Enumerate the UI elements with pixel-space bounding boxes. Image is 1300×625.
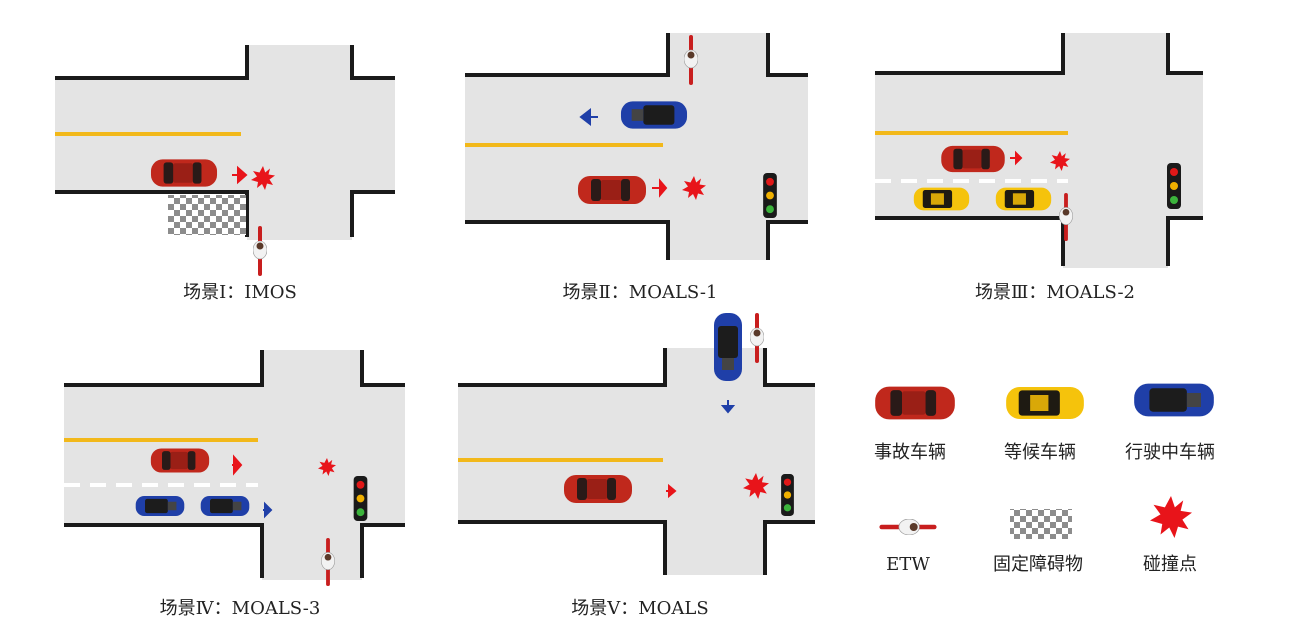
road-vertical [262, 350, 362, 580]
road-edge [64, 523, 264, 578]
moving-car [135, 496, 185, 516]
road-edge [875, 33, 1065, 75]
accident-car [150, 159, 218, 187]
scene-2: 场景Ⅱ：MOALS-1 [465, 33, 808, 303]
legend-label: ETW [886, 554, 930, 575]
traffic-light [353, 476, 368, 521]
accident-car [578, 176, 646, 204]
scene-1: 场景Ⅰ：IMOS [55, 45, 395, 303]
legend-label: 固定障碍物 [993, 554, 1083, 575]
road-edge [763, 348, 815, 387]
road-edge [1166, 33, 1203, 75]
scene-caption: 场景Ⅰ：IMOS [183, 282, 297, 303]
scene-caption: 场景Ⅴ：MOALS [571, 598, 708, 619]
road-edge [763, 520, 815, 575]
legend-label: 行驶中车辆 [1125, 442, 1215, 463]
road-edge [350, 190, 395, 237]
arrow-left-icon [579, 107, 598, 127]
arrow-right-icon [652, 178, 668, 198]
road-vertical [1063, 33, 1168, 268]
scene-5: 场景Ⅴ：MOALS [458, 312, 815, 619]
traffic-light [781, 474, 794, 516]
scene-caption: 场景Ⅲ：MOALS-2 [975, 282, 1135, 303]
arrow-right-icon [1010, 150, 1023, 166]
arrow-right-icon [263, 501, 273, 519]
road-edge [55, 45, 249, 80]
accident-car [150, 448, 210, 473]
arrow-right-icon [232, 165, 248, 185]
legend-obstacle-icon [1010, 509, 1072, 539]
road-edge [55, 190, 249, 237]
road-vertical [247, 45, 352, 240]
traffic-light [763, 173, 777, 218]
road-edge [360, 350, 405, 387]
scene-3: 场景Ⅲ：MOALS-2 [875, 33, 1203, 303]
road-edge [465, 220, 670, 260]
arrow-right-icon [232, 454, 243, 476]
moving-car [714, 313, 742, 381]
road-edge [350, 45, 395, 80]
accident-car [941, 145, 1005, 173]
road-edge [360, 523, 405, 578]
legend-accident-car-icon [875, 386, 955, 420]
legend-collision-icon [1150, 496, 1192, 538]
road-edge [458, 348, 667, 387]
road-vertical [665, 348, 765, 575]
road-edge [766, 33, 808, 77]
accident-car [564, 475, 632, 503]
legend-label: 事故车辆 [874, 442, 946, 463]
scene-caption: 场景Ⅱ：MOALS-1 [563, 282, 718, 303]
legend: 事故车辆 等候车辆 行驶中车辆 ETW 固定障碍物 碰撞点 [874, 383, 1215, 575]
moving-car [620, 101, 688, 129]
scene-4: 场景Ⅳ：MOALS-3 [64, 350, 405, 619]
legend-label: 等候车辆 [1004, 442, 1076, 463]
road-vertical [668, 33, 768, 260]
legend-waiting-car-icon [1006, 387, 1084, 419]
legend-label: 碰撞点 [1143, 554, 1197, 575]
road-edge [64, 350, 264, 387]
legend-moving-car-icon [1134, 383, 1214, 417]
road-edge [465, 33, 670, 77]
road-edge [875, 216, 1065, 266]
arrow-down-icon [720, 400, 736, 414]
traffic-light [1167, 163, 1181, 209]
waiting-car [995, 187, 1052, 211]
road-edge [1166, 216, 1203, 266]
waiting-car [913, 187, 970, 211]
legend-etw-icon [878, 519, 938, 535]
fixed-obstacle [168, 195, 246, 235]
arrow-right-icon [666, 483, 677, 499]
moving-car [200, 496, 250, 516]
scene-caption: 场景Ⅳ：MOALS-3 [160, 598, 321, 619]
road-edge [766, 220, 808, 260]
road-edge [458, 520, 667, 575]
